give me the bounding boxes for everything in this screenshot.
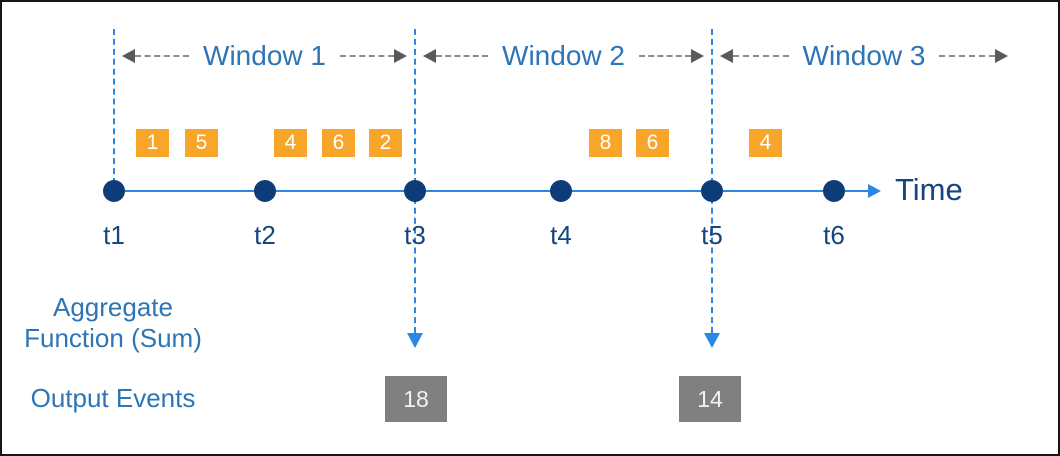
tick-label: t2 xyxy=(254,220,276,250)
tick-label: t3 xyxy=(404,220,426,250)
timeline-dot xyxy=(550,180,572,202)
window-boundary-line xyxy=(113,29,115,184)
arrow-right-icon xyxy=(995,49,1008,63)
window-dash-line xyxy=(638,55,691,57)
output-arrowhead-icon xyxy=(407,333,423,348)
timeline-arrowhead-icon xyxy=(868,184,881,198)
output-value-box: 18 xyxy=(385,376,447,422)
window-label: Window 3 xyxy=(802,40,926,71)
arrow-right-icon xyxy=(394,49,407,63)
window-span: Window 3 xyxy=(720,42,1008,70)
timeline-dot xyxy=(701,180,723,202)
window-span: Window 1 xyxy=(122,42,407,70)
output-events-label: Output Events xyxy=(30,383,196,413)
output-arrowhead-icon xyxy=(704,333,720,348)
window-span: Window 2 xyxy=(423,42,704,70)
arrow-right-icon xyxy=(691,49,704,63)
timeline-dot xyxy=(823,180,845,202)
time-axis-label: Time xyxy=(895,172,963,207)
event-box: 6 xyxy=(636,129,669,157)
window-label: Window 1 xyxy=(203,40,326,71)
window-dash-line xyxy=(135,55,190,57)
event-box: 4 xyxy=(749,129,782,157)
output-value-box: 14 xyxy=(679,376,741,422)
event-box: 8 xyxy=(589,129,622,157)
timeline-dot xyxy=(103,180,125,202)
aggregate-label-line1: Aggregate xyxy=(53,292,173,322)
event-box: 4 xyxy=(274,129,307,157)
aggregate-label-line2: Function (Sum) xyxy=(24,323,202,353)
tick-label: t6 xyxy=(823,220,845,250)
arrow-left-icon xyxy=(122,49,135,63)
event-box: 6 xyxy=(322,129,355,157)
timeline-dot xyxy=(254,180,276,202)
arrow-left-icon xyxy=(423,49,436,63)
tick-label: t5 xyxy=(701,220,723,250)
window-dash-line xyxy=(939,55,995,57)
event-box: 5 xyxy=(185,129,218,157)
tick-label: t4 xyxy=(550,220,572,250)
event-box: 2 xyxy=(369,129,402,157)
arrow-left-icon xyxy=(720,49,733,63)
timeline-dot xyxy=(404,180,426,202)
window-label: Window 2 xyxy=(502,40,625,71)
event-box: 1 xyxy=(136,129,169,157)
window-dash-line xyxy=(436,55,489,57)
aggregate-function-label: Aggregate Function (Sum) xyxy=(17,292,209,354)
window-dash-line xyxy=(339,55,394,57)
timeline-line xyxy=(114,190,870,192)
window-dash-line xyxy=(733,55,789,57)
tick-label: t1 xyxy=(103,220,125,250)
